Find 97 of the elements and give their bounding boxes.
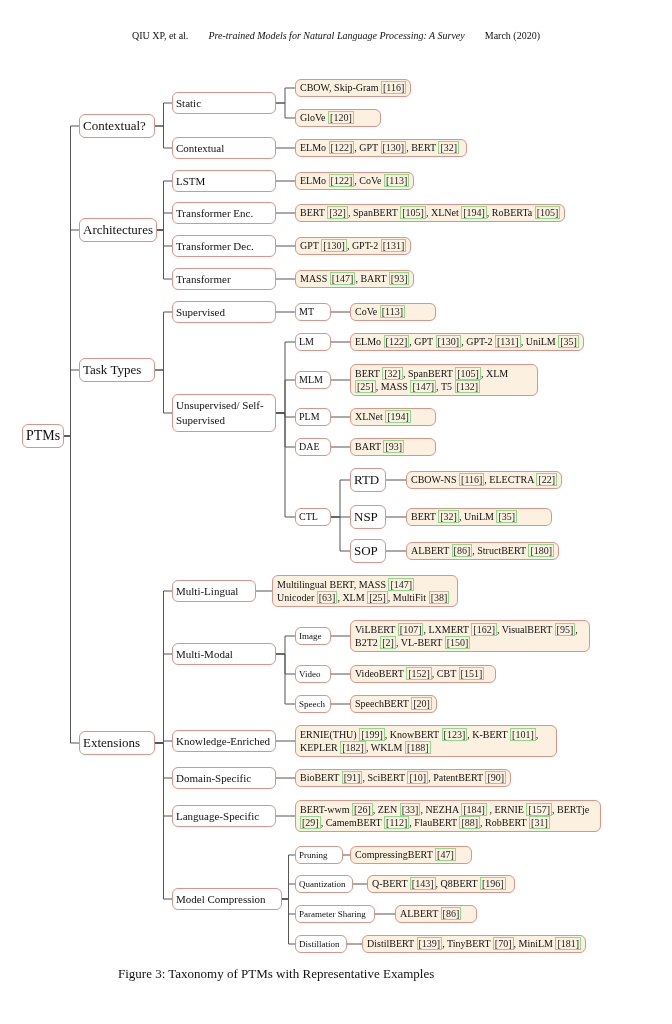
category-node: Speech [295, 695, 331, 713]
category-node: PLM [295, 408, 331, 426]
example-list: BERT [32], UniLM [35] [406, 508, 552, 526]
example-list: XLNet [194] [350, 408, 436, 426]
example-list: GPT [130], GPT-2 [131] [295, 237, 412, 255]
tree-connector [275, 311, 296, 313]
category-node: LSTM [172, 170, 276, 192]
example-list: ELMo [122], CoVe [113] [295, 172, 415, 190]
example-list: BERT [32], SpanBERT [105], XLM [25], MASS [147], T5 [132] [350, 364, 538, 396]
category-node: NSP [350, 505, 386, 529]
category-node: LM [295, 333, 331, 351]
category-node: DAE [295, 438, 331, 456]
tree-connector [281, 898, 296, 945]
tree-connector [275, 212, 296, 214]
category-node: SOP [350, 539, 386, 563]
tree-connector [330, 416, 351, 418]
example-list: BERT-wwm [26], ZEN [33], NEZHA [184] , ERNIE [157], BERTje [29], CamemBERT [112], FlauBERT [88], RobBERT [31] [295, 800, 601, 832]
example-list: SpeechBERT [20] [350, 695, 437, 713]
category-node: Multi-Lingual [172, 580, 256, 602]
tree-connector [275, 777, 296, 779]
example-list: DistilBERT [139], TinyBERT [70], MiniLM [181] [362, 935, 587, 953]
tree-connector [346, 943, 363, 945]
category-node: Task Types [79, 358, 155, 382]
example-list: ALBERT [86] [395, 905, 477, 923]
example-list: CBOW-NS [116], ELECTRA [22] [406, 471, 562, 489]
example-list: MASS [147], BART [93] [295, 270, 415, 288]
category-node: Contextual [172, 137, 276, 159]
tree-connector [154, 125, 173, 149]
category-node: Transformer Enc. [172, 202, 276, 224]
category-node: Quantization [295, 875, 353, 893]
tree-connector [154, 742, 173, 900]
tree-connector [330, 379, 351, 381]
example-list: ERNIE(THU) [199], KnowBERT [123], K-BERT [101], KEPLER [182], WKLM [188] [295, 725, 557, 757]
tree-connector [275, 653, 296, 705]
category-node: Architectures [79, 218, 158, 242]
tree-connector [385, 550, 407, 552]
example-list: CoVe [113] [350, 303, 436, 321]
tree-connector [275, 815, 296, 817]
tree-connector [385, 516, 407, 518]
tree-connector [275, 245, 296, 247]
category-node: Transformer [172, 268, 276, 290]
category-node: CTL [295, 508, 331, 526]
example-list: BART [93] [350, 438, 436, 456]
paper-title: Pre-trained Models for Natural Language Processing: A Survey [208, 29, 465, 43]
tree-connector [330, 673, 351, 675]
author-line: QIU XP, et al. [132, 29, 189, 43]
tree-connector [330, 341, 351, 343]
tree-connector [330, 516, 351, 552]
category-node: PTMs [22, 424, 65, 448]
category-node: Model Compression [172, 888, 282, 910]
category-node: Extensions [79, 731, 155, 755]
tree-connector [255, 590, 273, 592]
example-list: CompressingBERT [47] [350, 846, 472, 864]
category-node: Supervised [172, 301, 276, 323]
tree-connector [154, 369, 173, 414]
category-node: Domain-Specific [172, 767, 276, 789]
figure-caption: Figure 3: Taxonomy of PTMs with Representative Examples [118, 965, 435, 983]
category-node: Video [295, 665, 331, 683]
example-list: BERT [32], SpanBERT [105], XLNet [194], RoBERTa [105] [295, 204, 566, 222]
example-list: BioBERT [91], SciBERT [10], PatentBERT [90] [295, 769, 512, 787]
tree-connector [342, 854, 351, 856]
category-node: Transformer Dec. [172, 235, 276, 257]
example-list: ALBERT [86], StructBERT [180] [406, 542, 560, 560]
category-node: MT [295, 303, 331, 321]
category-node: Static [172, 92, 276, 114]
tree-connector [352, 883, 368, 885]
tree-connector [275, 102, 296, 119]
category-node: Language-Specific [172, 805, 276, 827]
category-node: Contextual? [79, 114, 155, 138]
example-list: ELMo [122], GPT [130], BERT [32] [295, 139, 467, 157]
example-list: Multilingual BERT, MASS [147] Unicoder [63], XLM [25], MultiFit [38] [272, 575, 458, 607]
example-list: ELMo [122], GPT [130], GPT-2 [131], UniLM [35] [350, 333, 584, 351]
category-node: Pruning [295, 846, 343, 864]
category-node: MLM [295, 371, 331, 389]
tree-connector [275, 180, 296, 182]
example-list: VideoBERT [152], CBT [151] [350, 665, 496, 683]
tree-connector [374, 913, 396, 915]
category-node: Image [295, 627, 331, 645]
category-node: Parameter Sharing [295, 905, 375, 923]
tree-connector [275, 278, 296, 280]
tree-connector [330, 311, 351, 313]
category-node: Knowledge-Enriched [172, 730, 276, 752]
category-node: Unsupervised/ Self-Supervised [172, 394, 276, 432]
category-node: RTD [350, 468, 386, 492]
category-node: Multi-Modal [172, 643, 276, 665]
tree-connector [385, 479, 407, 481]
example-list: Q-BERT [143], Q8BERT [196] [367, 875, 515, 893]
tree-connector [275, 147, 296, 149]
category-node: Distillation [295, 935, 347, 953]
example-list: CBOW, Skip-Gram [116] [295, 79, 412, 97]
tree-connector [330, 635, 351, 637]
tree-connector [330, 446, 351, 448]
example-list: ViLBERT [107], LXMERT [162], VisualBERT [95], B2T2 [2], VL-BERT [150] [350, 620, 590, 652]
tree-connector [330, 703, 351, 705]
tree-connector [275, 740, 296, 742]
date-label: March (2020) [484, 29, 540, 43]
example-list: GloVe [120] [295, 109, 381, 127]
